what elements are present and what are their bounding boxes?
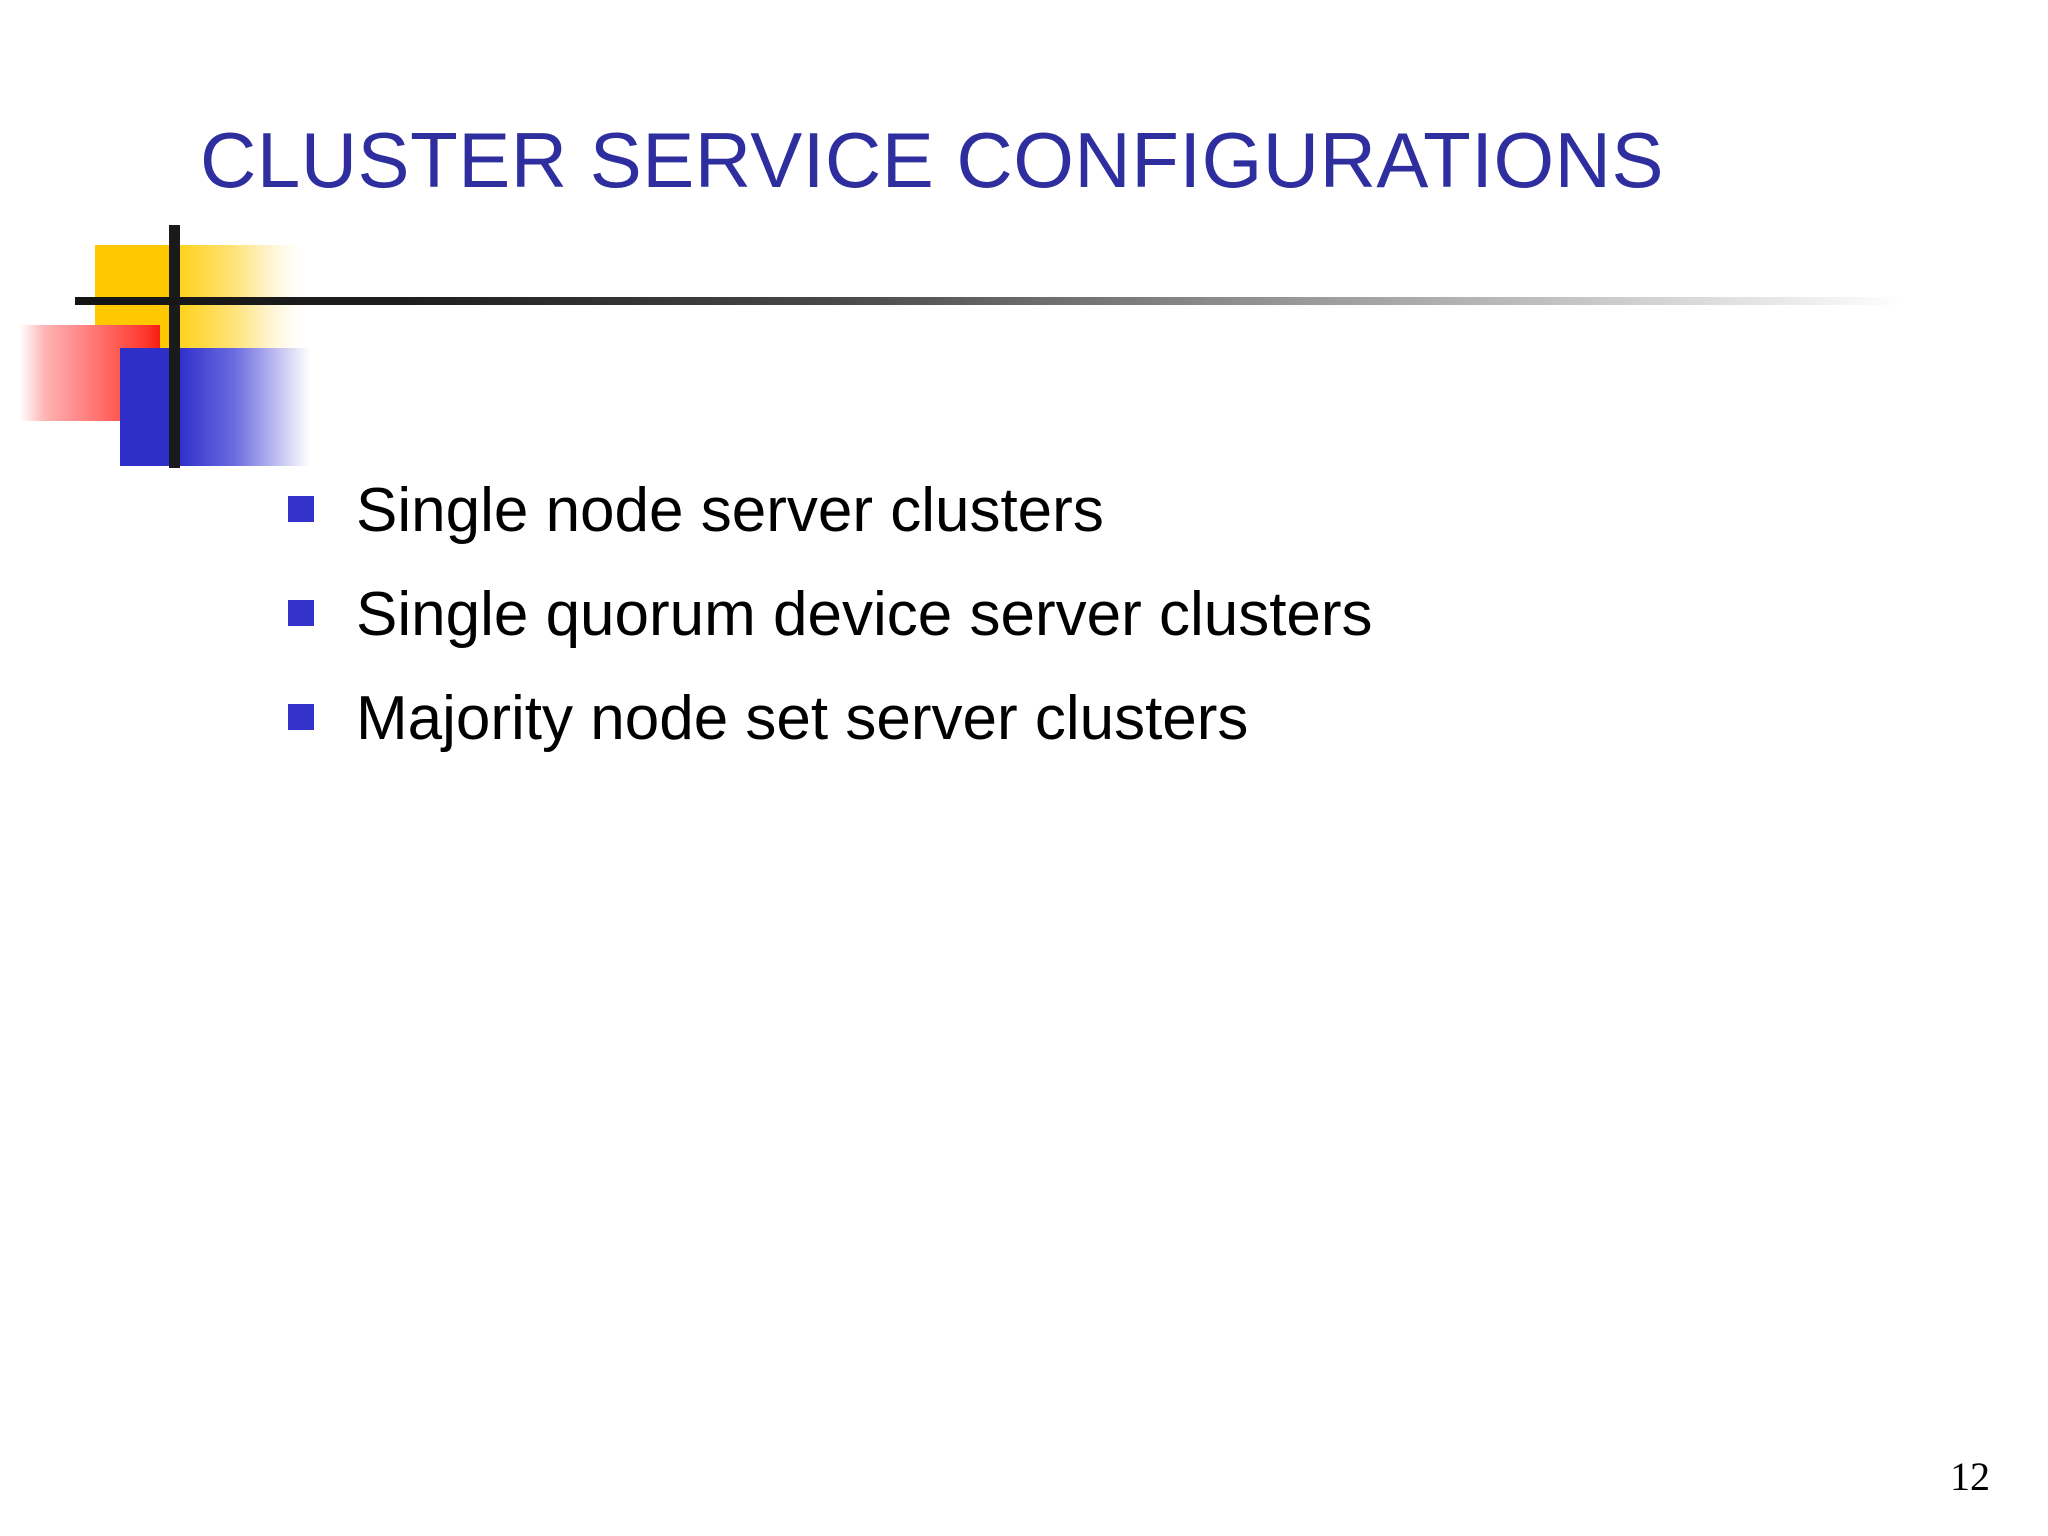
slide-decoration-group <box>0 0 700 500</box>
red-rectangle-icon <box>20 325 160 421</box>
page-number: 12 <box>1950 1454 1990 1499</box>
list-item-label: Single node server clusters <box>356 476 1104 545</box>
list-item-label: Majority node set server clusters <box>356 683 1249 753</box>
list-item-label: Single quorum device server clusters <box>356 579 1373 649</box>
page-title: CLUSTER SERVICE CONFIGURATIONS <box>200 116 1664 204</box>
blue-square-fade-icon <box>180 348 310 466</box>
vertical-bar-icon <box>169 225 180 468</box>
blue-square-icon <box>120 348 230 466</box>
list-item: Single quorum device server clusters <box>288 574 1888 656</box>
square-bullet-icon <box>288 599 314 626</box>
square-bullet-icon <box>288 496 314 522</box>
list-item: Single node server clusters <box>288 470 1888 552</box>
square-bullet-icon <box>288 703 314 730</box>
horizontal-rule-divider <box>75 297 1905 305</box>
bullet-list: Single node server clusters Single quoru… <box>288 470 1888 781</box>
list-item: Majority node set server clusters <box>288 678 1888 760</box>
